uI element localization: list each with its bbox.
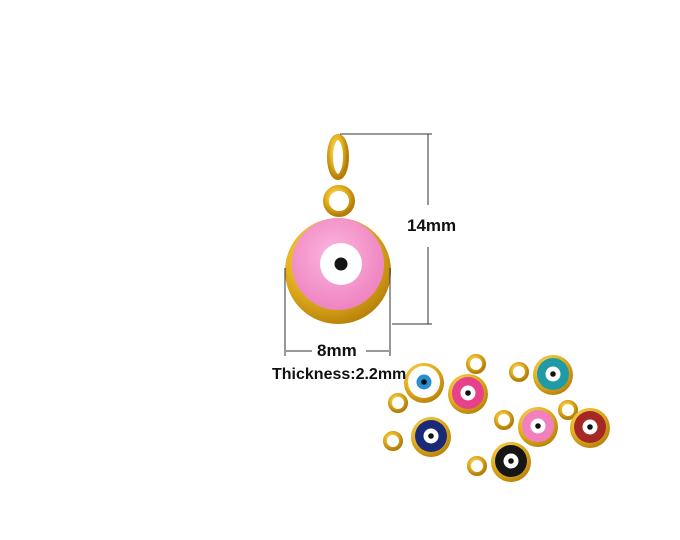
main-evil-eye-pendant [285, 134, 391, 324]
variant-pendant [509, 355, 573, 395]
variant-pendant [467, 442, 531, 482]
variant-pendant [558, 400, 610, 448]
width-label: 8mm [317, 341, 357, 360]
variant-pendant [383, 417, 451, 457]
height-dimension-lines [340, 133, 432, 325]
variant-pendants-group [383, 354, 610, 482]
variant-pendant [494, 407, 558, 447]
thickness-label: Thickness:2.2mm [272, 366, 407, 383]
variant-pendant [388, 363, 444, 413]
width-dimension-lines [284, 268, 391, 356]
variant-pendant [448, 354, 488, 414]
height-label: 14mm [407, 216, 457, 235]
